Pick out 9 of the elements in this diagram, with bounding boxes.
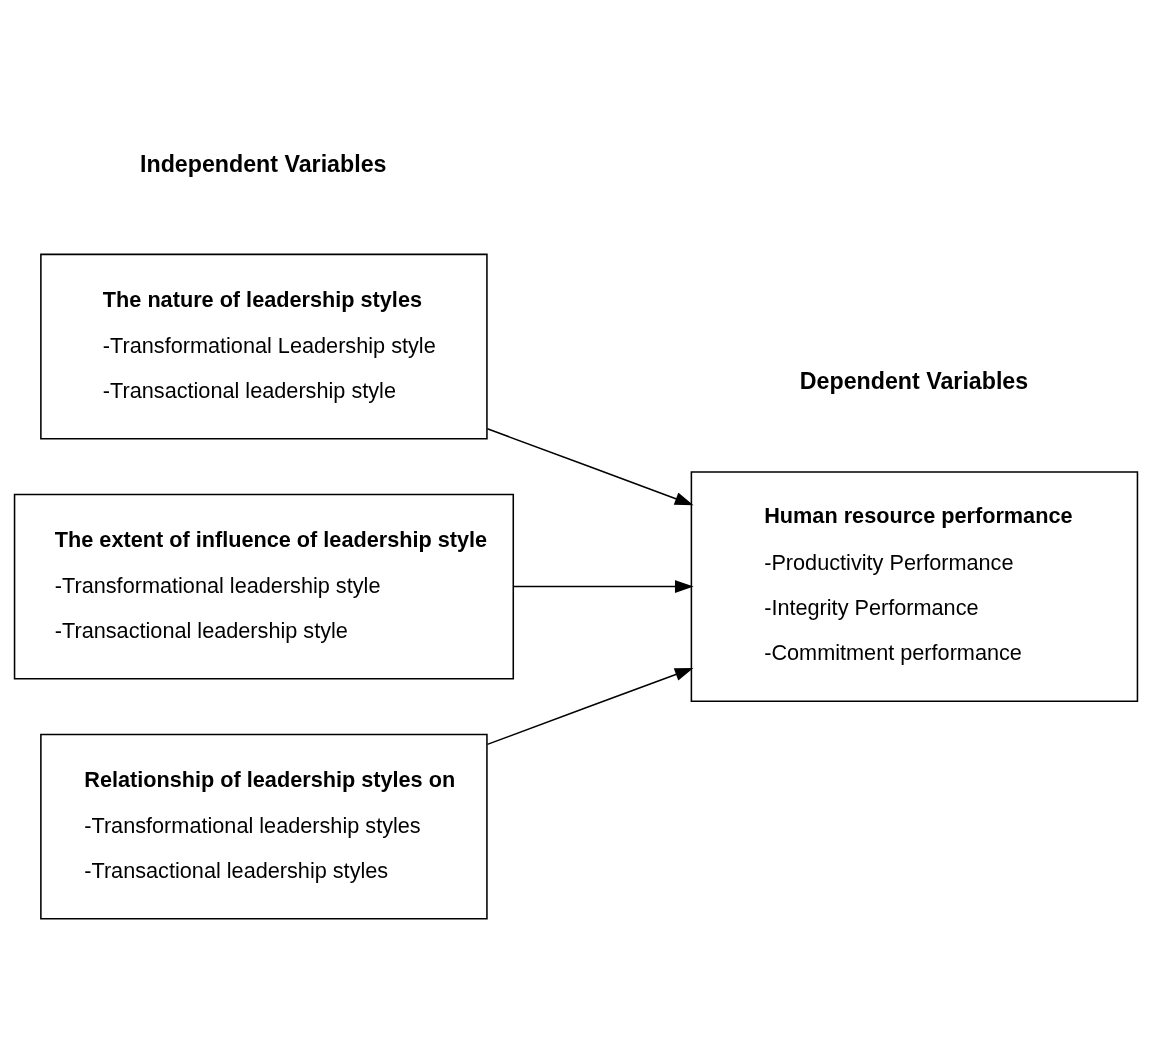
label: Independent Variables [140, 150, 387, 177]
node-box: Human resource performance -Productivity Performance -Integrity Performance -Commitment performance [690, 470, 1139, 702]
node-box: The extent of influence of leadership style -Transformational leadership style -Transactional leadership style [13, 493, 515, 679]
node-box: The nature of leadership styles -Transformational Leadership style -Transactional leadership style [40, 253, 488, 439]
arrow [486, 427, 694, 505]
arrow [512, 579, 694, 593]
node-box: Relationship of leadership styles on -Transformational leadership styles -Transactional leadership styles [40, 733, 488, 920]
arrow [486, 667, 694, 745]
label: Dependent Variables [799, 367, 1029, 394]
